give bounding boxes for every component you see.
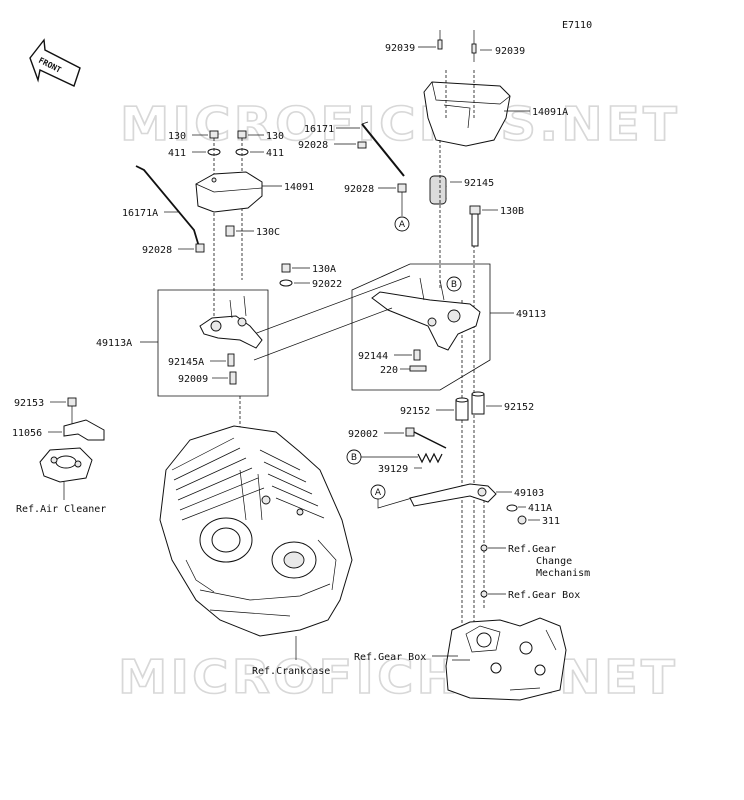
washer-411A (506, 504, 518, 512)
callout-b-top: B (446, 276, 462, 292)
label-130C: 130C (256, 227, 280, 238)
callout-a-top: A (394, 216, 410, 232)
clip-92028-b (357, 141, 367, 149)
callout-a-bottom-text: A (375, 488, 382, 498)
spring-39129 (417, 452, 443, 464)
cover-14091A (423, 70, 511, 147)
ref-gear-change-line3: Mechanism (536, 568, 590, 579)
label-411A: 411A (528, 503, 552, 514)
label-311: 311 (542, 516, 560, 527)
callout-b-bottom-text: B (351, 453, 357, 463)
pin-220 (409, 365, 427, 372)
label-220: 220 (380, 365, 398, 376)
label-39129: 39129 (378, 464, 408, 475)
bolt-92153 (67, 397, 77, 424)
callout-b-bottom: B (346, 449, 362, 465)
front-arrow-icon: FRONT (29, 38, 81, 87)
diagram-code: E7110 (562, 20, 592, 31)
callout-a-bottom: A (370, 484, 386, 500)
label-92039-right: 92039 (495, 46, 525, 57)
box-49113A (157, 289, 269, 397)
bolt-130-a (209, 130, 219, 139)
label-92002: 92002 (348, 429, 378, 440)
label-92145: 92145 (464, 178, 494, 189)
lever-assembly-49113 (371, 277, 481, 351)
label-16171A: 16171A (122, 208, 158, 219)
clip-92028-c (397, 183, 407, 193)
label-92153: 92153 (14, 398, 44, 409)
air-cleaner-housing (39, 447, 93, 483)
label-16171: 16171 (304, 124, 334, 135)
cover-14091 (195, 171, 263, 213)
label-92028-a: 92028 (142, 245, 172, 256)
label-11056: 11056 (12, 428, 42, 439)
label-92152-a: 92152 (400, 406, 430, 417)
collar-92152-a (455, 397, 469, 421)
ref-air-cleaner: Ref.Air Cleaner (16, 504, 106, 515)
label-92145A: 92145A (168, 357, 204, 368)
label-130A: 130A (312, 264, 336, 275)
spring-92145 (429, 175, 447, 205)
bolt-92002 (405, 427, 447, 449)
label-92028-c: 92028 (344, 184, 374, 195)
bolt-130-b (237, 130, 247, 139)
label-92009: 92009 (178, 374, 208, 385)
callout-a-top-text: A (399, 220, 406, 230)
box-49113 (351, 263, 491, 391)
collar-92152-b (471, 391, 485, 415)
gear-box-housing (445, 617, 567, 701)
label-92022: 92022 (312, 279, 342, 290)
pin-92009 (229, 371, 237, 385)
watermark-top: MICROFICHES.NET (120, 97, 680, 151)
label-130-a: 130 (168, 131, 186, 142)
bracket-11056 (63, 419, 105, 441)
bolt-130B (469, 205, 481, 247)
bolt-130A (281, 263, 291, 273)
callout-b-top-text: B (451, 280, 457, 290)
label-92152-b: 92152 (504, 402, 534, 413)
label-411-b: 411 (266, 148, 284, 159)
ref-gear-change-line1: Ref.Gear (508, 544, 556, 555)
clip-92028-a (195, 243, 205, 253)
rod-16171A (135, 165, 201, 251)
label-92028-b: 92028 (298, 140, 328, 151)
ref-gear-box-right: Ref.Gear Box (508, 590, 580, 601)
lever-assembly-49113A (199, 295, 263, 349)
label-49113A: 49113A (96, 338, 132, 349)
bolt-92039-right (471, 30, 477, 62)
spring-92144 (413, 349, 421, 361)
rod-16171 (361, 121, 405, 177)
ref-crankcase: Ref.Crankcase (252, 666, 330, 677)
lever-49103 (409, 483, 497, 507)
label-49113: 49113 (516, 309, 546, 320)
label-130B: 130B (500, 206, 524, 217)
label-92039-left: 92039 (385, 43, 415, 54)
bolt-92039-left (437, 30, 443, 50)
label-14091: 14091 (284, 182, 314, 193)
bolt-130C (225, 225, 235, 237)
label-411-a: 411 (168, 148, 186, 159)
ref-gear-box-left: Ref.Gear Box (354, 652, 426, 663)
label-92144: 92144 (358, 351, 388, 362)
label-14091A: 14091A (532, 107, 568, 118)
label-49103: 49103 (514, 488, 544, 499)
washer-92022 (279, 279, 293, 287)
watermark-bottom: MICROFICHES.NET (118, 650, 678, 704)
spring-92145A (227, 353, 235, 367)
ref-gear-change-line2: Change (536, 556, 572, 567)
crankcase-engine (159, 425, 353, 637)
label-130-b: 130 (266, 131, 284, 142)
pin-311 (517, 515, 527, 525)
